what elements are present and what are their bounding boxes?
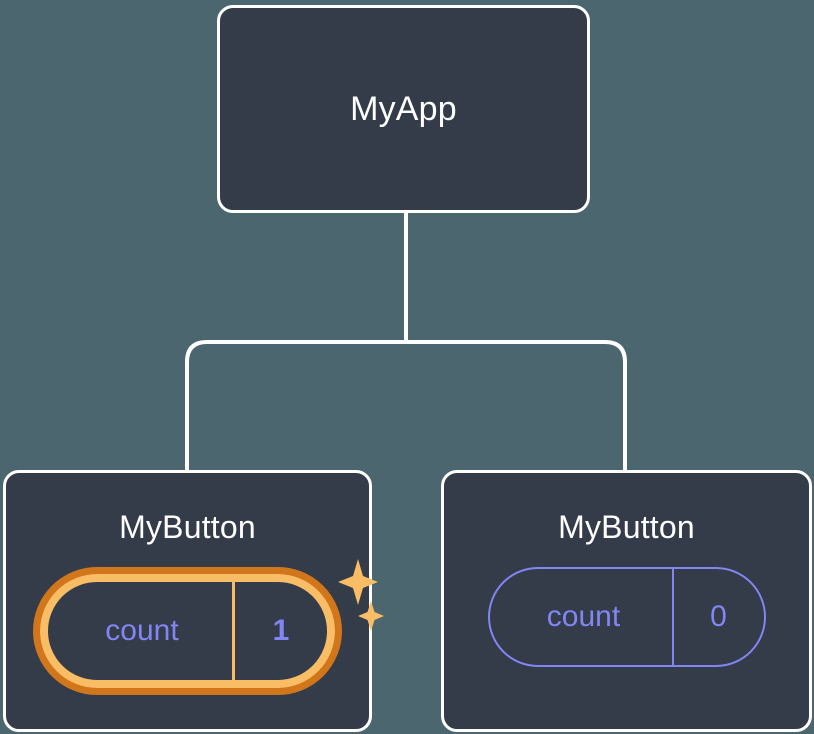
node-myapp-label: MyApp	[350, 90, 457, 128]
node-myapp[interactable]: MyApp	[217, 5, 590, 213]
node-mybutton-right[interactable]: MyButton count 0	[441, 470, 812, 732]
state-value-label: 0	[671, 569, 764, 665]
state-pill-right-wrap: count 0	[487, 567, 766, 667]
state-pill-count-plain[interactable]: count 0	[487, 567, 766, 667]
node-mybutton-left[interactable]: MyButton count 1	[3, 470, 384, 732]
state-key-label: count	[546, 600, 621, 633]
edge-root-to-child-right	[406, 340, 627, 472]
sparkle-icon-large	[338, 559, 378, 605]
state-key-label: count	[105, 614, 179, 647]
state-pill-inner: count 1	[40, 574, 335, 688]
edge-root-to-child-left	[185, 340, 406, 472]
state-pill-left-wrap: count 1	[33, 559, 384, 695]
state-pill-count-highlighted[interactable]: count 1	[33, 567, 342, 695]
node-mybutton-right-label: MyButton	[558, 509, 695, 545]
node-mybutton-left-label: MyButton	[119, 509, 256, 545]
state-value-label: 1	[232, 582, 327, 680]
sparkle-icon-small	[358, 601, 384, 631]
